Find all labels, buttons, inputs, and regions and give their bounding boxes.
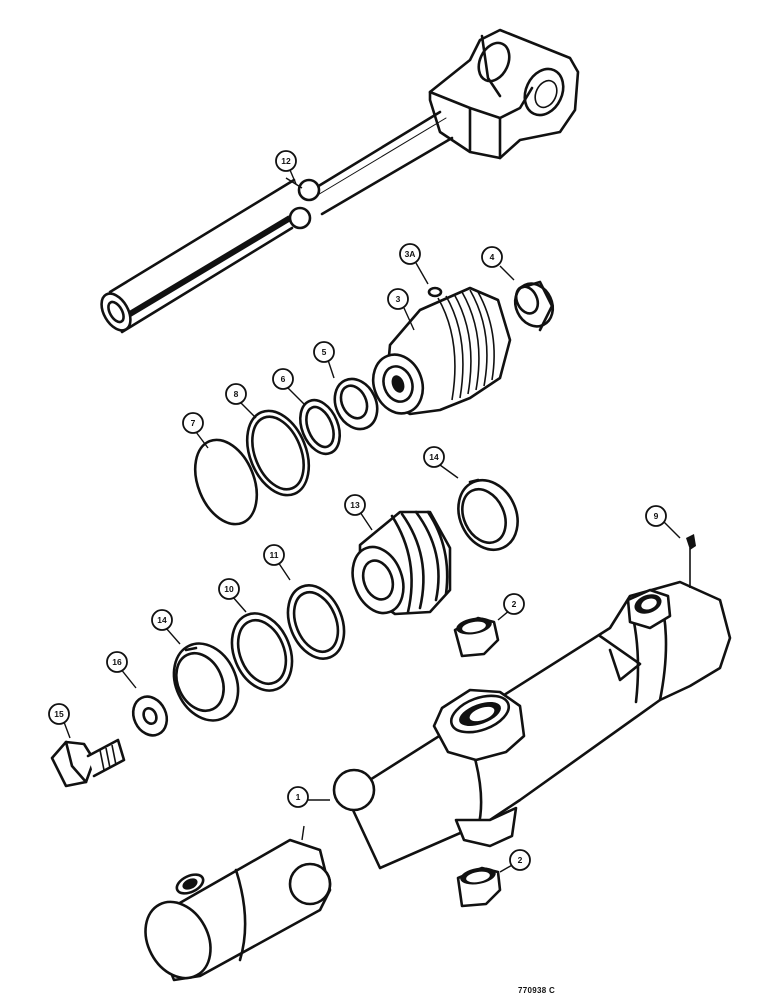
svg-text:14: 14 — [157, 615, 167, 625]
svg-text:9: 9 — [654, 511, 659, 521]
cylinder-barrel-part — [144, 580, 732, 982]
svg-text:5: 5 — [322, 347, 327, 357]
callout-9: 9 — [645, 505, 667, 527]
callout-14-lower: 14 — [151, 609, 173, 631]
piston-part — [351, 510, 452, 616]
svg-text:7: 7 — [191, 418, 196, 428]
wear-ring-part-14-upper — [457, 478, 519, 552]
callout-1-upper: 1 — [287, 786, 309, 808]
svg-text:1: 1 — [296, 792, 301, 802]
callout-10: 12 — [275, 150, 297, 172]
backup-ring-part-13 — [286, 584, 346, 660]
wear-ring-part-14-lower — [172, 642, 240, 722]
figure-number: 770938 C — [518, 986, 556, 995]
piston-rod-part — [100, 28, 580, 334]
callout-3: 3 — [387, 288, 409, 310]
callout-2-lower: 2 — [509, 849, 531, 871]
callout-6: 6 — [272, 368, 294, 390]
backup-ring-part-8 — [245, 409, 311, 497]
svg-text:2: 2 — [518, 855, 523, 865]
callout-5: 5 — [313, 341, 335, 363]
callout-16: 16 — [106, 651, 128, 673]
svg-text:3: 3 — [396, 294, 401, 304]
callout-14-upper: 14 — [423, 446, 445, 468]
svg-text:8: 8 — [234, 389, 239, 399]
backup-ring-part-12 — [230, 612, 294, 692]
callout-leaders — [63, 169, 681, 873]
backup-ring-part-6 — [298, 398, 342, 456]
callout-11: 13 — [344, 494, 366, 516]
svg-text:13: 13 — [350, 500, 360, 510]
callouts: 12 3A 4 3 5 6 8 7 14 13 9 11 10 2 14 16 … — [48, 150, 667, 871]
washer-part — [131, 695, 169, 737]
svg-text:11: 11 — [270, 550, 279, 560]
svg-text:15: 15 — [54, 709, 64, 719]
wiper-part — [513, 280, 555, 332]
callout-12: 10 — [218, 578, 240, 600]
svg-text:14: 14 — [429, 452, 439, 462]
callout-2-upper: 2 — [503, 593, 525, 615]
bolt-part — [50, 738, 126, 788]
callout-7: 7 — [182, 412, 204, 434]
svg-text:16: 16 — [112, 657, 122, 667]
callout-13: 11 — [263, 544, 285, 566]
callout-4: 4 — [481, 246, 503, 268]
svg-text:12: 12 — [281, 156, 291, 166]
callout-3A: 3A — [399, 243, 421, 265]
gland-part — [371, 286, 512, 416]
grease-fitting-part — [686, 534, 696, 588]
callout-8: 8 — [225, 383, 247, 405]
svg-text:10: 10 — [224, 584, 234, 594]
bushing-part-lower — [456, 866, 502, 908]
callout-15: 15 — [48, 703, 70, 725]
svg-text:6: 6 — [281, 374, 286, 384]
o-ring-part-7 — [193, 438, 259, 526]
svg-text:2: 2 — [512, 599, 517, 609]
seal-part-5 — [333, 377, 379, 431]
svg-text:4: 4 — [490, 252, 495, 262]
bushing-part-upper — [453, 616, 500, 658]
svg-text:3A: 3A — [405, 249, 416, 259]
